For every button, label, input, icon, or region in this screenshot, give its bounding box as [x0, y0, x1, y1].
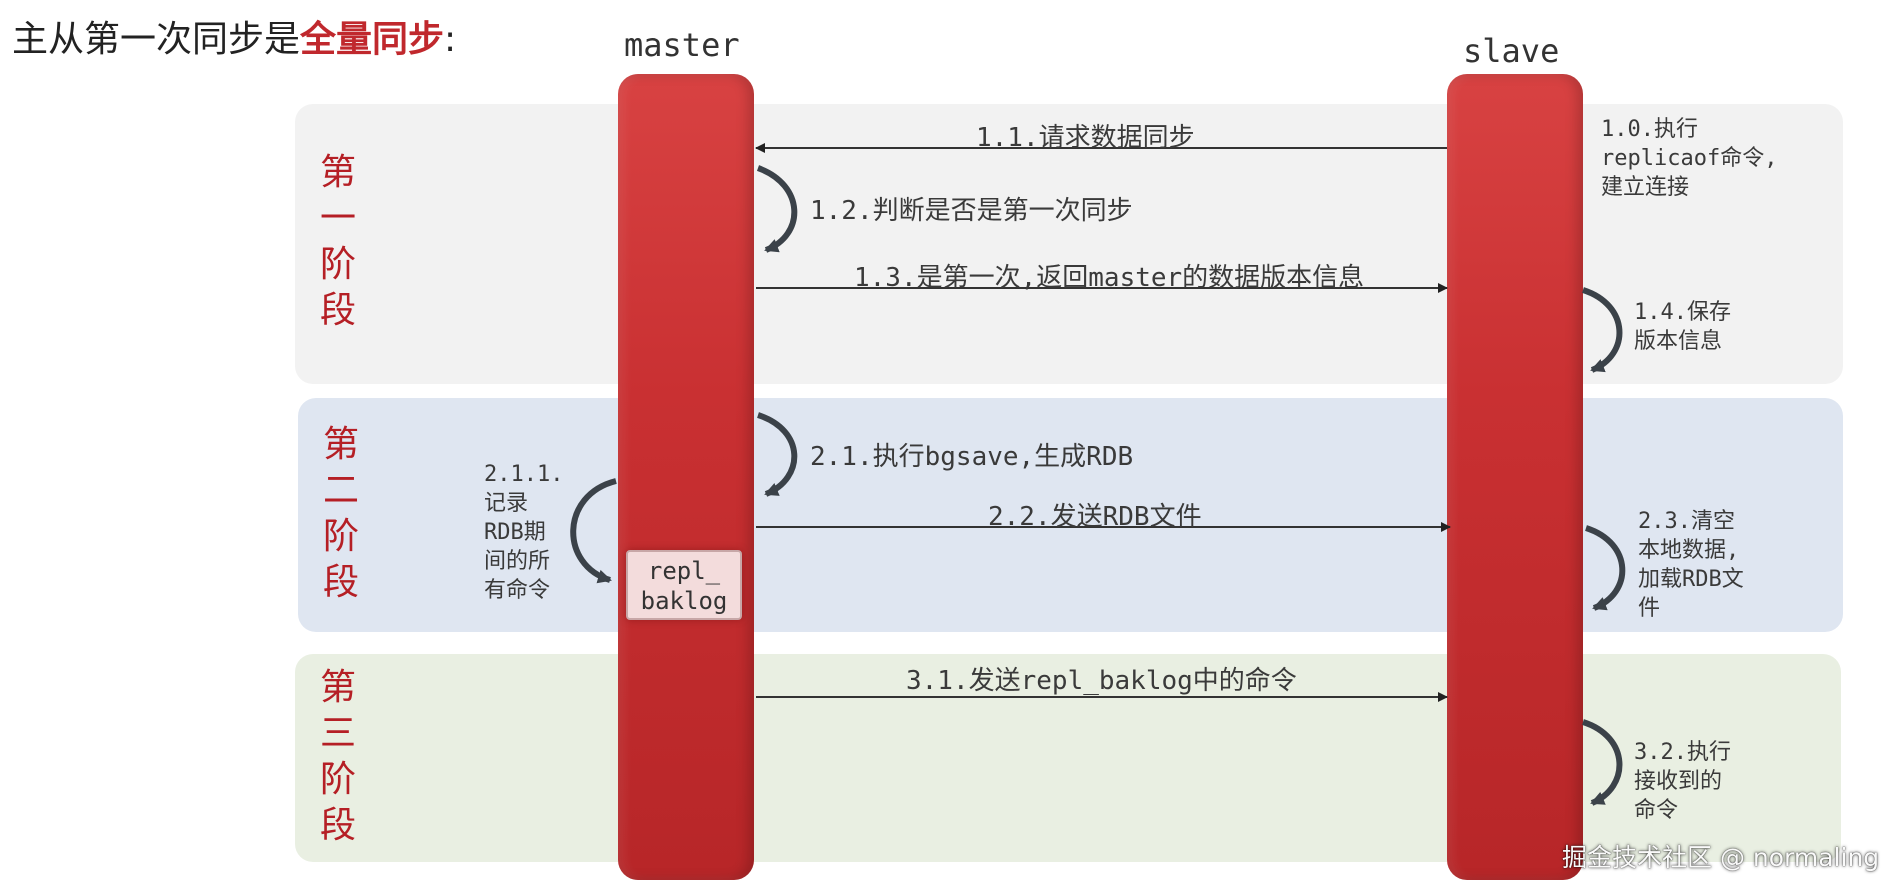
stage-3-char: 阶 [319, 759, 356, 800]
title-highlight: 全量同步 [300, 19, 445, 60]
stage-2-char: 阶 [322, 516, 359, 557]
stage-2-char: 第 [322, 424, 359, 465]
step-2-3-note: 2.3.清空 本地数据, 加载RDB文 件 [1638, 507, 1744, 623]
page-title: 主从第一次同步是全量同步: [12, 10, 456, 62]
note-line: 版本信息 [1634, 329, 1723, 354]
loop-2-1-icon [757, 412, 798, 497]
stage-1-label: 第 一 阶 段 [313, 150, 363, 334]
loop-2-1-1-icon [570, 478, 617, 584]
step-2-2-label: 2.2.发送RDB文件 [988, 502, 1202, 532]
note-line: 建立连接 [1601, 175, 1690, 200]
step-1-0-note: 1.0.执行 replicaof命令, 建立连接 [1601, 115, 1777, 202]
stage-1-char: 段 [319, 290, 356, 331]
stage-1-char: 阶 [319, 244, 356, 285]
title-suffix: : [444, 19, 457, 60]
stage-3-band [295, 654, 1841, 862]
step-3-1-label: 3.1.发送repl_baklog中的命令 [906, 666, 1297, 696]
note-line: 命令 [1634, 798, 1679, 823]
note-line: 3.2.执行 [1634, 740, 1731, 765]
master-header: master [624, 26, 740, 64]
note-line: 2.1.1. [484, 462, 564, 487]
stage-1-char: 一 [319, 198, 356, 239]
stage-1-band [295, 104, 1843, 384]
note-line: 件 [1638, 596, 1661, 621]
note-line: 本地数据, [1638, 538, 1740, 563]
note-line: 1.0.执行 [1601, 117, 1698, 142]
step-1-1-label: 1.1.请求数据同步 [976, 123, 1195, 153]
loop-1-4-icon [1581, 287, 1623, 373]
master-lifeline [618, 74, 754, 880]
loop-2-3-icon [1584, 525, 1626, 611]
note-line: RDB期 [484, 520, 546, 545]
stage-2-label: 第 二 阶 段 [316, 422, 366, 606]
stage-3-label: 第 三 阶 段 [313, 665, 363, 849]
loop-1-2-icon [756, 165, 798, 253]
stage-1-char: 第 [319, 152, 356, 193]
note-line: replicaof命令, [1601, 146, 1778, 171]
step-1-4-note: 1.4.保存 版本信息 [1634, 298, 1731, 356]
step-1-2-label: 1.2.判断是否是第一次同步 [810, 196, 1133, 226]
stage-2-char: 段 [322, 562, 359, 603]
stage-3-char: 第 [319, 667, 356, 708]
step-1-3-label: 1.3.是第一次,返回master的数据版本信息 [854, 263, 1365, 293]
step-2-1-label: 2.1.执行bgsave,生成RDB [810, 442, 1134, 472]
step-2-1-1-note: 2.1.1. 记录 RDB期 间的所 有命令 [484, 460, 563, 605]
title-prefix: 主从第一次同步是 [12, 19, 301, 60]
stage-3-char: 三 [319, 713, 356, 754]
stage-2-char: 二 [322, 470, 359, 511]
repl-baklog-line: repl_ [647, 557, 721, 585]
stage-3-char: 段 [319, 805, 356, 846]
slave-header: slave [1463, 32, 1560, 70]
slave-lifeline [1447, 74, 1583, 880]
note-line: 记录 [484, 491, 529, 516]
stage-2-band [298, 398, 1843, 632]
step-3-2-note: 3.2.执行 接收到的 命令 [1634, 738, 1731, 825]
repl-baklog-box: repl_ baklog [626, 550, 742, 620]
note-line: 有命令 [484, 578, 551, 603]
watermark: 掘金技术社区 @ normaling [1562, 843, 1880, 872]
loop-3-2-icon [1581, 719, 1623, 806]
note-line: 2.3.清空 [1638, 509, 1735, 534]
note-line: 接收到的 [1634, 769, 1723, 794]
note-line: 间的所 [484, 549, 551, 574]
note-line: 加载RDB文 [1638, 567, 1744, 592]
repl-baklog-line: baklog [640, 587, 728, 615]
note-line: 1.4.保存 [1634, 300, 1731, 325]
